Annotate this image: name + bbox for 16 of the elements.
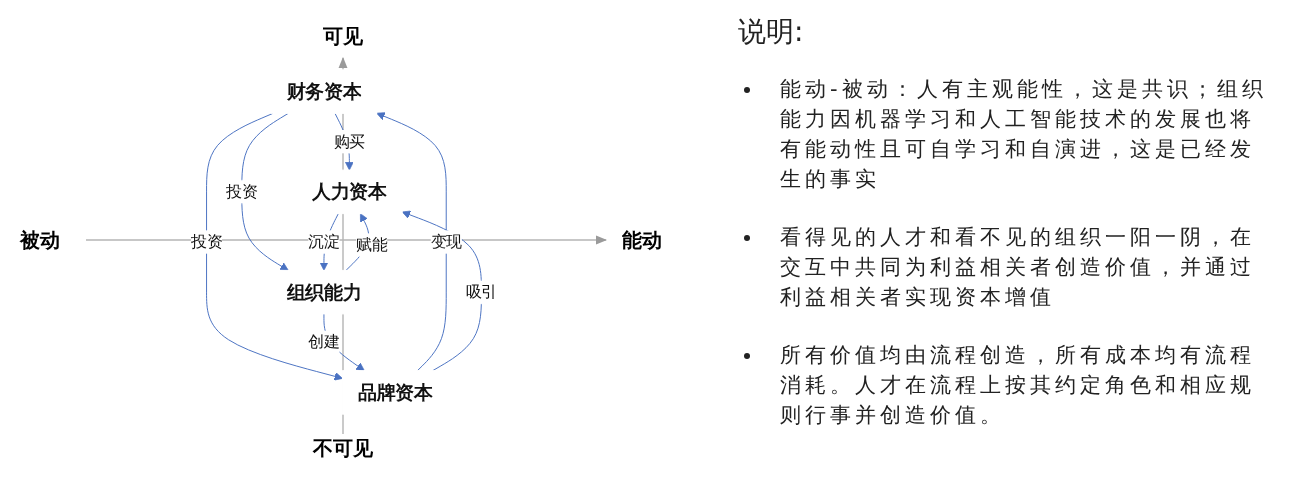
edge-label: 沉淀 <box>308 232 340 251</box>
edge-label: 吸引 <box>465 282 498 301</box>
note-text: 所有价值均由流程创造，所有成本均有流程消耗。人才在流程上按其约定角色和相应规则行事并创造价值。 <box>780 342 1256 429</box>
axis-label: 可见 <box>323 24 363 48</box>
edge-label: 购买 <box>333 131 366 151</box>
edge-label: 赋能 <box>356 235 388 254</box>
axis-label: 能动 <box>622 228 662 252</box>
edge-label: 变现 <box>430 232 462 251</box>
note-text: 能动-被动：人有主观能性，这是共识；组织能力因机器学习和人工智能技术的发展也将有能动性且可自学习和自演进，这是已经发生的事实 <box>780 76 1268 193</box>
edge-label: 投资 <box>226 182 258 201</box>
axis-label: 不可见 <box>313 436 373 460</box>
edge-label: 创建 <box>308 332 340 352</box>
axis-label: 被动 <box>20 228 60 252</box>
edge-label: 投资 <box>190 232 223 251</box>
note-text: 看得见的人才和看不见的组织一阳一阴，在交互中共同为利益相关者创造价值，并通过利益相关者实现资本增值 <box>780 224 1256 311</box>
notes-heading: 说明: <box>738 14 804 50</box>
